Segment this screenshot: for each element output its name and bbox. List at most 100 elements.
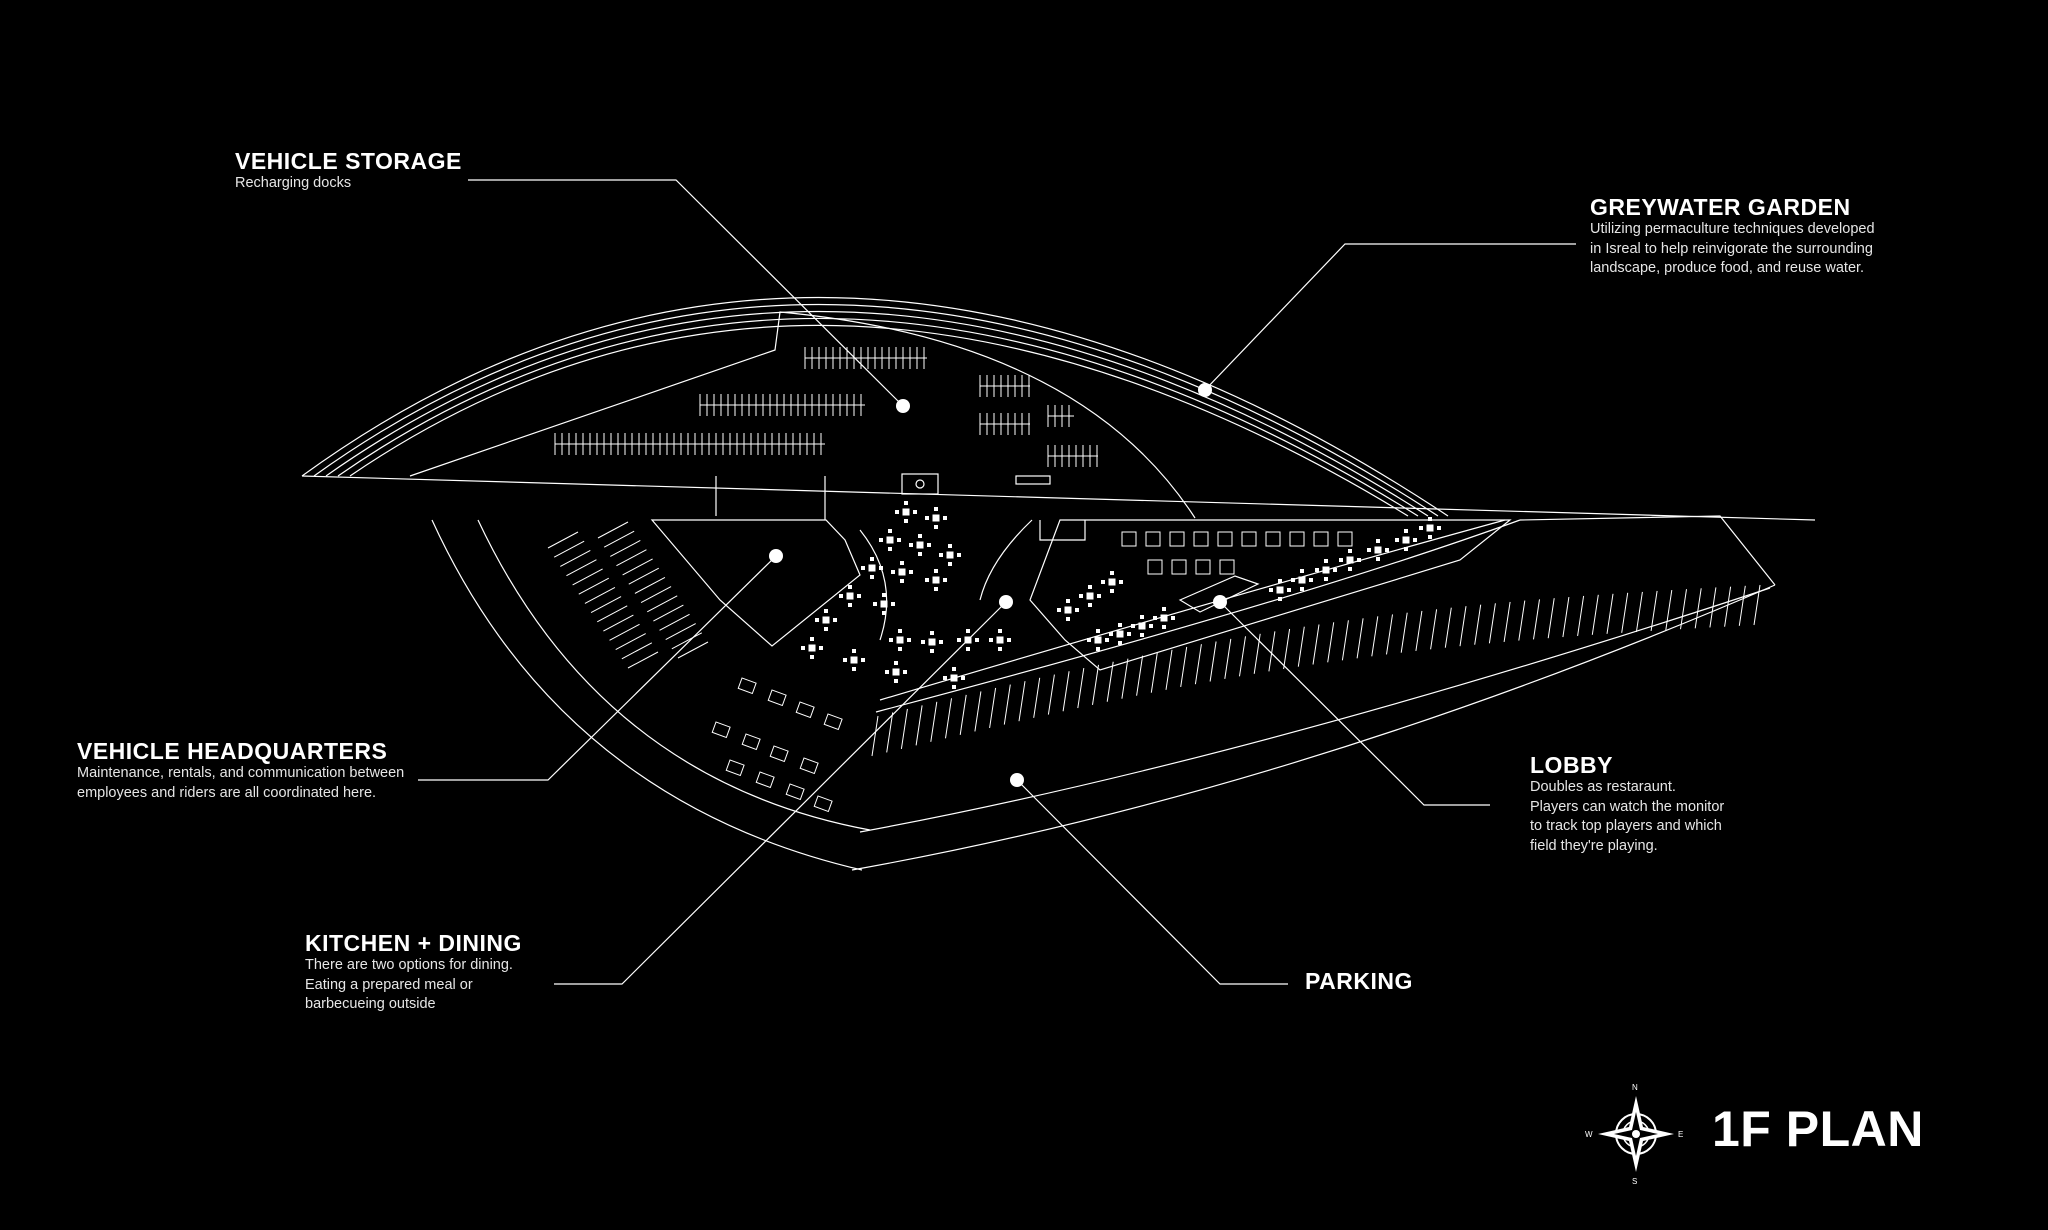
outdoor-table <box>725 759 745 777</box>
outdoor-table <box>767 689 787 707</box>
parking-stall <box>1533 599 1540 640</box>
parking-stall <box>900 708 908 749</box>
lobby-table <box>1109 623 1131 645</box>
dining-table <box>839 585 861 607</box>
parking-stall <box>1488 603 1496 644</box>
callout-title: PARKING <box>1305 968 1413 994</box>
outdoor-table <box>737 677 757 695</box>
parking-stall <box>653 604 684 622</box>
dining-table <box>925 569 947 591</box>
parking-stall <box>627 651 659 669</box>
parking-stall <box>1709 587 1717 628</box>
parking-stall <box>603 530 635 548</box>
parking-stall <box>615 633 646 650</box>
parking-stall <box>616 549 647 567</box>
lobby-table <box>1367 539 1389 561</box>
building-shell <box>409 311 1196 519</box>
parking-stall <box>1077 667 1085 709</box>
parking-stall <box>665 623 696 640</box>
parking-stall <box>1297 626 1305 667</box>
lobby-table <box>1269 579 1291 601</box>
dining-table <box>879 529 901 551</box>
lobby-table <box>1087 629 1109 651</box>
dining-table <box>891 561 913 583</box>
parking-stall <box>1724 586 1732 627</box>
parking-stall <box>597 521 629 539</box>
outdoor-table <box>711 721 731 739</box>
leader-parking <box>1016 779 1288 985</box>
lobby-table <box>1419 517 1441 539</box>
dining-table <box>843 649 865 671</box>
parking-stall <box>915 705 923 746</box>
callout-dots <box>769 383 1227 787</box>
dining-table <box>885 661 907 683</box>
callout-kitchen-dining: KITCHEN + DINING There are two options f… <box>305 930 522 1015</box>
outdoor-table <box>755 771 775 789</box>
parking-stall <box>1606 593 1614 634</box>
parking-stall <box>1268 631 1276 672</box>
compass-rose-icon <box>1598 1096 1674 1172</box>
parking-stall <box>1635 591 1643 632</box>
booth <box>1169 531 1185 547</box>
parking-stall <box>1591 594 1599 635</box>
lobby-table <box>1395 529 1417 551</box>
dining-table <box>939 544 961 566</box>
parking-stall <box>1239 636 1246 677</box>
lobby-table <box>1057 599 1079 621</box>
parking-stall <box>596 605 628 623</box>
dot-greywater-garden <box>1198 383 1212 397</box>
callout-desc: Maintenance, rentals, and communication … <box>77 765 405 801</box>
parking-stall <box>1092 664 1099 705</box>
dining-table <box>909 534 931 556</box>
lobby-table <box>1153 607 1175 629</box>
callout-title: VEHICLE HEADQUARTERS <box>77 738 388 764</box>
booth <box>1147 559 1163 575</box>
parking-stall <box>622 558 653 576</box>
callout-parking: PARKING <box>1305 968 1413 994</box>
parking-stall <box>640 586 672 604</box>
parking-stall <box>1356 618 1364 659</box>
parking-stall <box>566 559 597 577</box>
outdoor-table <box>785 783 805 801</box>
parking-stall <box>871 715 879 757</box>
parking-stall <box>1562 596 1570 638</box>
parking-stall <box>1224 638 1232 679</box>
parking-stall <box>1047 674 1055 715</box>
outdoor-table <box>813 795 833 813</box>
parking-stall <box>1518 600 1526 641</box>
leader-lines <box>418 179 1576 985</box>
callout-desc: Recharging docks <box>235 175 352 191</box>
outdoor-table <box>823 713 843 731</box>
leader-vehicle-headquarters <box>418 555 777 781</box>
parking-stall <box>1371 616 1379 657</box>
booth <box>1121 531 1137 547</box>
parking-stall <box>659 613 690 631</box>
parking-stall <box>1400 612 1408 653</box>
compass-west-label: W <box>1585 1130 1593 1139</box>
parking-stall <box>1165 649 1173 690</box>
parking-stall <box>1430 609 1438 650</box>
outdoor-table <box>795 701 815 719</box>
parking-stall <box>989 687 997 729</box>
parking-stall <box>1503 601 1511 642</box>
parking-stall <box>1180 646 1188 688</box>
parking-stall <box>1577 595 1585 636</box>
parking-stall <box>1150 652 1158 693</box>
parking-stalls <box>547 347 1761 757</box>
parking-stall <box>677 641 709 659</box>
callout-vehicle-headquarters: VEHICLE HEADQUARTERS Maintenance, rental… <box>77 738 404 803</box>
parking-stall <box>634 576 666 594</box>
booth <box>1193 531 1209 547</box>
lobby-table <box>1315 559 1337 581</box>
callout-desc: Utilizing permaculture techniques develo… <box>1590 221 1875 276</box>
lobby-wing <box>1029 519 1512 671</box>
callout-title: GREYWATER GARDEN <box>1590 194 1851 220</box>
parking-stall <box>1283 628 1291 670</box>
booth <box>1289 531 1305 547</box>
dining-tables <box>711 501 1441 813</box>
parking-stall <box>621 642 653 660</box>
parking-stall <box>1194 644 1202 685</box>
roof-arcs <box>301 297 1449 517</box>
